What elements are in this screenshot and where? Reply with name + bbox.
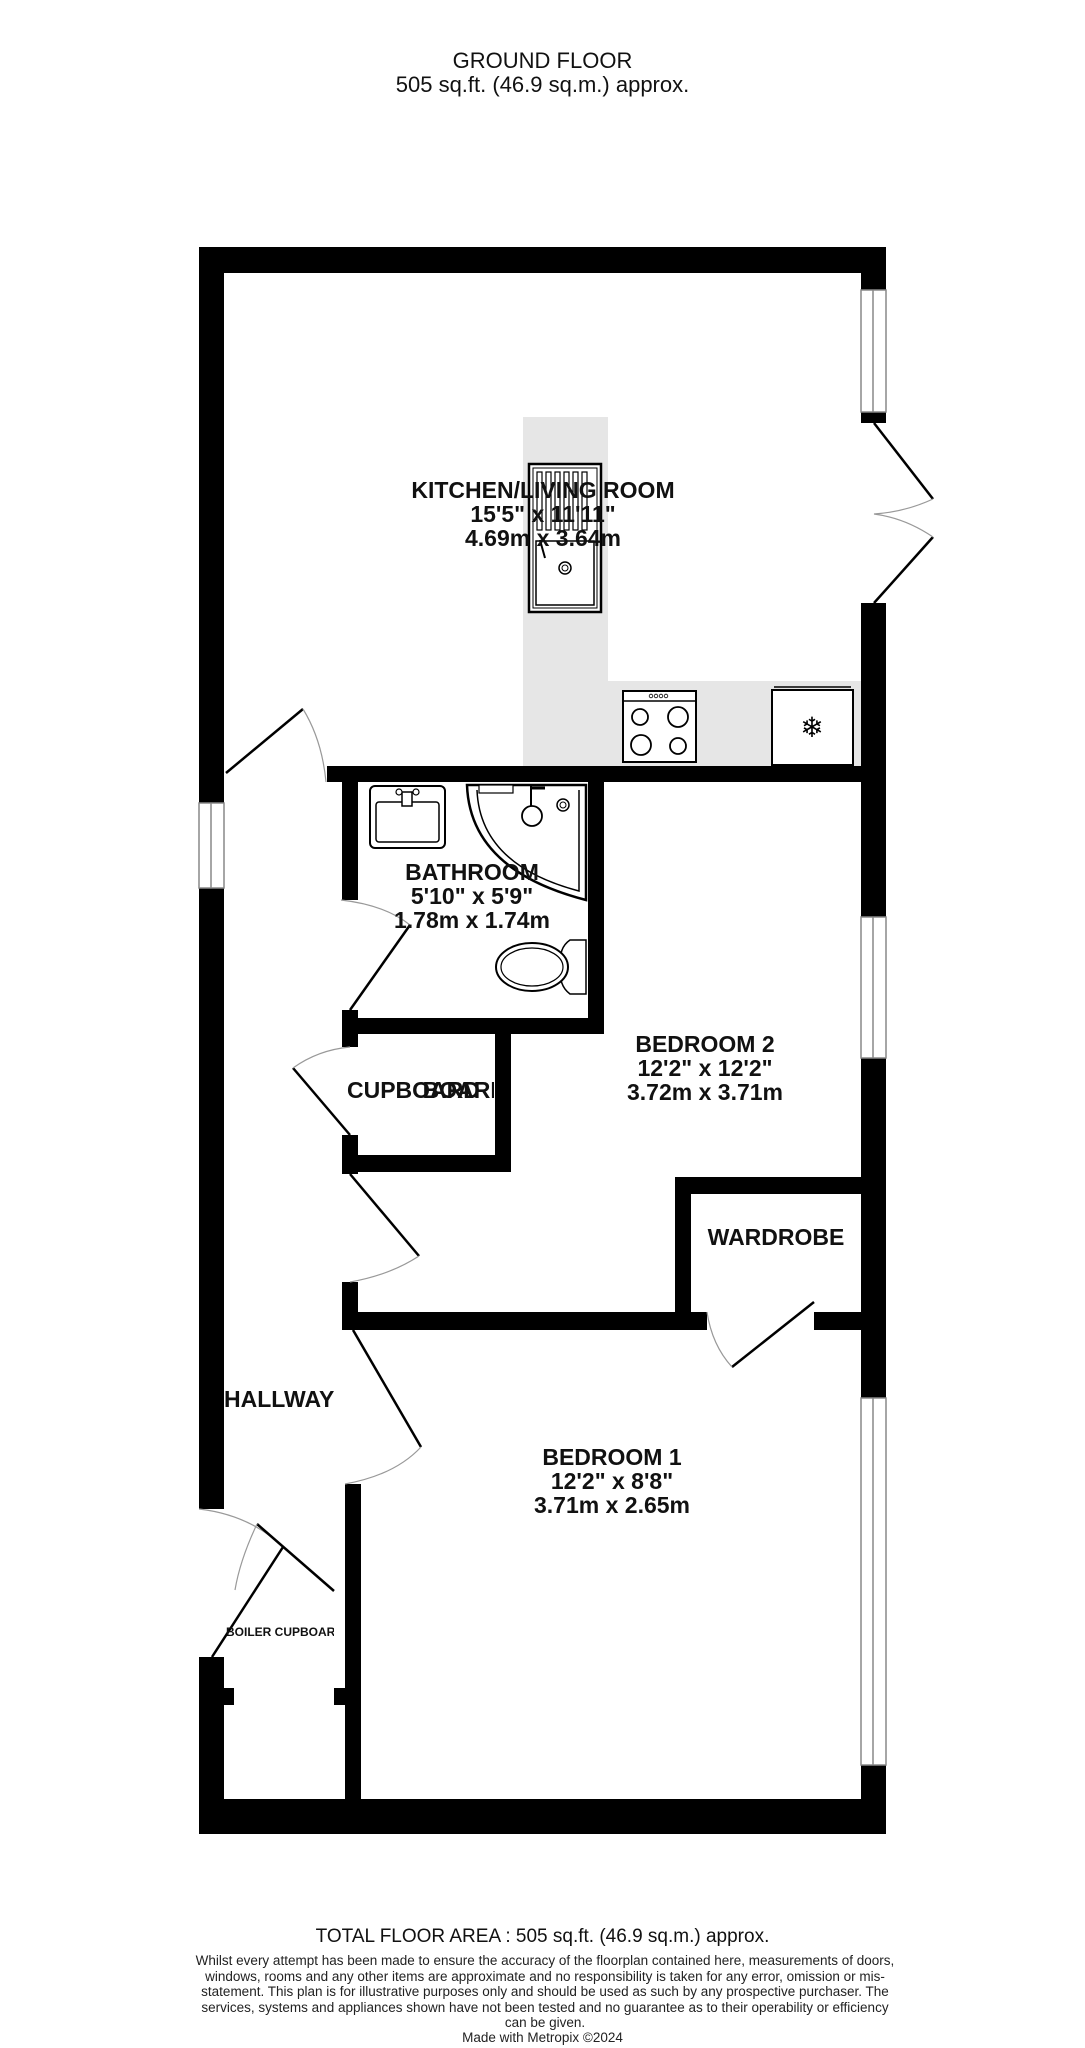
cupboard-text: CUPBOARD <box>347 1078 480 1102</box>
room-name: BEDROOM 1 <box>542 1444 682 1470</box>
door-bedroom2 <box>349 1173 420 1283</box>
door-bathroom <box>340 899 412 1011</box>
room-imperial: 15'5" x 11'11" <box>470 501 616 527</box>
room-metric: 1.78m x 1.74m <box>393 907 551 933</box>
cupboard-text: CUPBOARD <box>424 1078 494 1102</box>
door-cupboard <box>292 1046 351 1136</box>
room-label-bedroom2: BEDROOM 2 12'2" x 12'2" 3.72m x 3.71m <box>627 1032 783 1104</box>
french-doors <box>873 422 934 604</box>
boiler-cupboard-label: BOILER CUPBOARD <box>224 1625 334 1639</box>
room-imperial: 5'10" x 5'9" <box>410 883 534 909</box>
windows <box>198 289 887 1766</box>
room-label-bedroom1: BEDROOM 1 12'2" x 8'8" 3.71m x 2.65m <box>534 1445 690 1517</box>
room-name: KITCHEN/LIVING ROOM <box>411 477 675 503</box>
fridge-freezer: ❄ <box>771 686 854 766</box>
hob <box>622 690 697 763</box>
room-label-kitchen: KITCHEN/LIVING ROOM 15'5" x 11'11" 4.69m… <box>411 478 674 550</box>
washbasin <box>369 785 446 849</box>
door-wardrobe <box>706 1301 815 1368</box>
door-bedroom1 <box>344 1329 423 1485</box>
total-floor-area: TOTAL FLOOR AREA : 505 sq.ft. (46.9 sq.m… <box>315 1926 770 1947</box>
room-imperial: 12'2" x 12'2" <box>637 1055 773 1081</box>
window-kitchen-east <box>860 289 887 413</box>
cupboard-label: CUPBOARD <box>424 1078 494 1102</box>
boiler-cupboard-text: BOILER CUPBOARD <box>225 1625 334 1639</box>
doors <box>198 422 934 1658</box>
room-name: BEDROOM 2 <box>635 1031 775 1057</box>
door-kitchen <box>225 708 327 783</box>
room-imperial: 12'2" x 8'8" <box>550 1468 674 1494</box>
disclaimer: Whilst every attempt has been made to en… <box>195 1953 895 2030</box>
walls <box>199 247 886 1834</box>
room-label-bathroom: BATHROOM 5'10" x 5'9" 1.78m x 1.74m <box>394 860 550 932</box>
cupboard-label-full: CUPBOARD <box>347 1078 495 1102</box>
hallway-label: HALLWAY <box>224 1387 344 1411</box>
wardrobe-text: WARDROBE <box>707 1224 845 1250</box>
room-name: BATHROOM <box>405 859 539 885</box>
hallway-text: HALLWAY <box>224 1387 335 1411</box>
floor-area: 505 sq.ft. (46.9 sq.m.) approx. <box>395 72 690 97</box>
made-with: Made with Metropix ©2024 <box>462 2030 623 2045</box>
room-metric: 3.71m x 2.65m <box>533 1492 691 1518</box>
snowflake-icon: ❄ <box>800 711 823 744</box>
floor-plan: ❄ <box>198 247 934 1834</box>
floor-title: GROUND FLOOR <box>452 48 633 73</box>
door-boiler-cupboard <box>234 1523 335 1592</box>
kitchen-sink <box>527 462 603 614</box>
shower <box>465 783 588 902</box>
room-metric: 3.72m x 3.71m <box>626 1079 784 1105</box>
window-hallway-west <box>198 802 225 889</box>
window-bedroom2-east <box>860 916 887 1059</box>
room-metric: 4.69m x 3.64m <box>464 525 622 551</box>
window-bedroom1-east <box>860 1397 887 1766</box>
toilet <box>495 939 587 995</box>
wardrobe-label: WARDROBE <box>708 1225 845 1249</box>
